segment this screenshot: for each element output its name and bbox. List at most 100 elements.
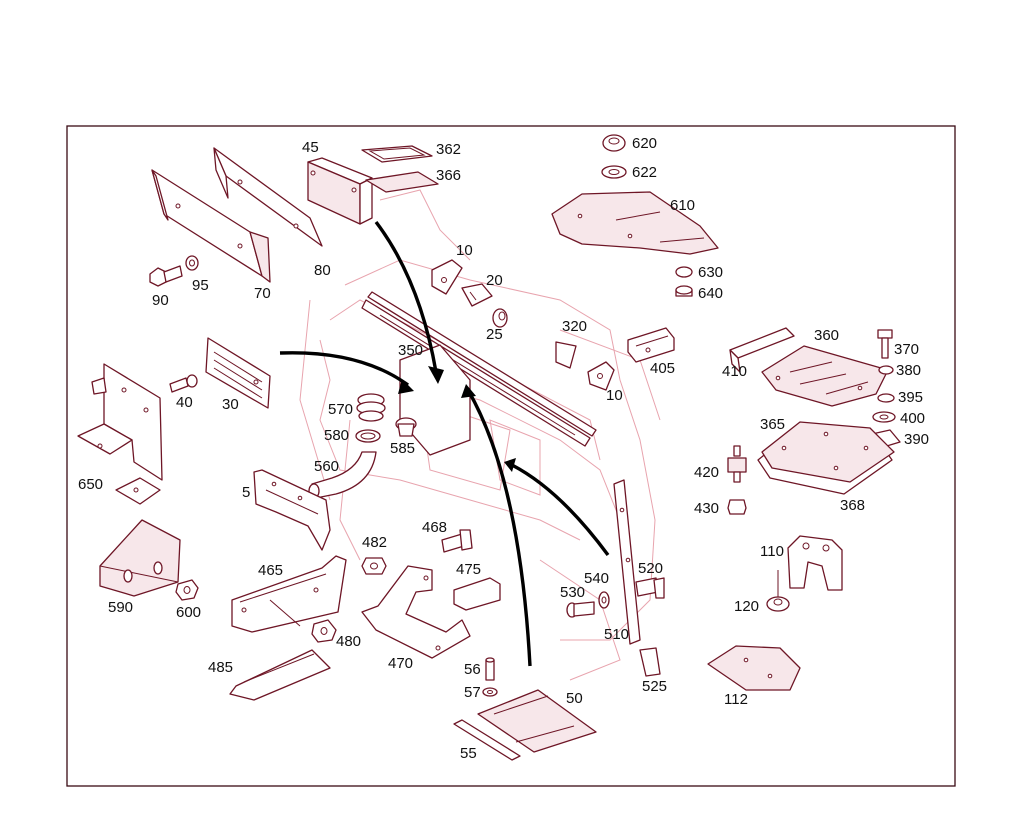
label-30: 30 — [222, 396, 239, 413]
label-90: 90 — [152, 292, 169, 309]
part-112-plate — [707, 645, 801, 691]
part-5-bracket — [253, 469, 331, 551]
label-370: 370 — [894, 341, 919, 358]
part-540-washer — [598, 591, 610, 609]
part-56-pin — [485, 657, 495, 681]
part-55-strip — [453, 719, 521, 761]
part-90-bolt — [149, 265, 183, 287]
label-395: 395 — [898, 389, 923, 406]
label-650: 650 — [78, 476, 103, 493]
part-405-bracket — [627, 327, 675, 363]
part-110-bracket — [787, 535, 843, 591]
part-95-washer — [185, 255, 199, 271]
label-360: 360 — [814, 327, 839, 344]
part-480-nut — [311, 619, 337, 643]
label-630: 630 — [698, 264, 723, 281]
part-465-support — [231, 555, 347, 633]
part-520-bolt — [635, 577, 665, 599]
part-590-bracket — [99, 519, 181, 597]
label-475: 475 — [456, 561, 481, 578]
assembly-arrows — [279, 220, 610, 667]
label-482: 482 — [362, 534, 387, 551]
diagram-frame — [66, 125, 956, 787]
part-475-bracket — [453, 577, 501, 611]
part-362-gasket — [361, 145, 433, 163]
part-400-washer — [872, 411, 896, 423]
part-370-bolt — [877, 329, 893, 359]
label-95: 95 — [192, 277, 209, 294]
label-468: 468 — [422, 519, 447, 536]
label-480: 480 — [336, 633, 361, 650]
label-45: 45 — [302, 139, 319, 156]
label-465: 465 — [258, 562, 283, 579]
part-360-plate — [761, 345, 889, 407]
part-585-grommet — [395, 417, 417, 437]
label-390: 390 — [904, 431, 929, 448]
label-10-top: 10 — [456, 242, 473, 259]
label-55: 55 — [460, 745, 477, 762]
part-25-plug — [492, 308, 508, 328]
label-40: 40 — [176, 394, 193, 411]
label-380: 380 — [896, 362, 921, 379]
part-395-washer — [877, 393, 895, 403]
part-580-clamp — [355, 429, 381, 443]
part-570-bellows — [356, 393, 386, 422]
part-600-nut — [175, 579, 199, 601]
label-560: 560 — [314, 458, 339, 475]
part-120-nut — [766, 570, 790, 612]
label-405: 405 — [650, 360, 675, 377]
label-400: 400 — [900, 410, 925, 427]
label-610: 610 — [670, 197, 695, 214]
label-25: 25 — [486, 326, 503, 343]
label-530: 530 — [560, 584, 585, 601]
label-520: 520 — [638, 560, 663, 577]
part-70-plate — [151, 169, 271, 283]
part-620-mount — [602, 134, 626, 152]
label-5: 5 — [242, 484, 250, 501]
part-10-bracket-lower — [587, 361, 615, 391]
part-560-hose — [308, 451, 377, 499]
label-510: 510 — [604, 626, 629, 643]
label-112: 112 — [724, 691, 748, 708]
part-470-frame — [361, 565, 471, 659]
part-30-grille — [205, 337, 271, 409]
part-320-bracket — [555, 341, 577, 369]
label-350: 350 — [398, 342, 423, 359]
part-630-washer — [675, 266, 693, 278]
part-610-cover-plate — [551, 191, 719, 255]
label-410: 410 — [722, 363, 747, 380]
label-80: 80 — [314, 262, 331, 279]
label-365: 365 — [760, 416, 785, 433]
label-20: 20 — [486, 272, 503, 289]
label-10-lower: 10 — [606, 387, 623, 404]
label-366: 366 — [436, 167, 461, 184]
label-430: 430 — [694, 500, 719, 517]
part-50-mat — [477, 689, 597, 753]
label-620: 620 — [632, 135, 657, 152]
part-number-labels: 45 362 366 620 622 610 630 640 80 70 90 … — [78, 135, 929, 762]
part-366-mat — [365, 171, 439, 193]
part-468-bolt — [441, 529, 473, 553]
label-56: 56 — [464, 661, 481, 678]
label-485: 485 — [208, 659, 233, 676]
part-410-bracket — [729, 327, 795, 373]
label-640: 640 — [698, 285, 723, 302]
label-540: 540 — [584, 570, 609, 587]
label-110: 110 — [760, 543, 784, 560]
part-57-washer — [482, 687, 498, 697]
label-320: 320 — [562, 318, 587, 335]
label-368: 368 — [840, 497, 865, 514]
label-120: 120 — [734, 598, 759, 615]
part-40-pin — [169, 374, 198, 393]
label-590: 590 — [108, 599, 133, 616]
part-622-washer — [601, 165, 627, 179]
label-580: 580 — [324, 427, 349, 444]
label-57: 57 — [464, 684, 481, 701]
part-482-nut — [361, 557, 387, 575]
label-362: 362 — [436, 141, 461, 158]
part-485-strip — [229, 649, 331, 701]
label-70: 70 — [254, 285, 271, 302]
part-10-bracket-top — [431, 259, 463, 295]
label-50: 50 — [566, 690, 583, 707]
